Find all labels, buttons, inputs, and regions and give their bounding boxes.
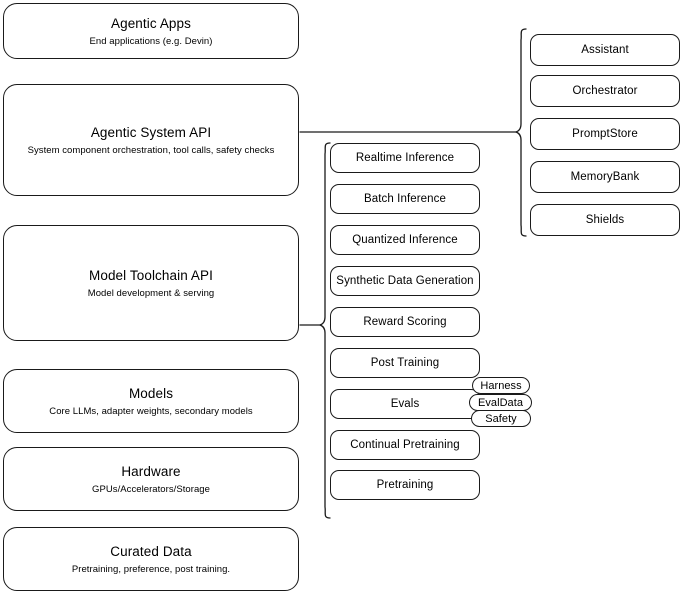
component-box-orchestrator[interactable]: Orchestrator (530, 75, 680, 107)
layer-subtitle: Model development & serving (87, 287, 215, 299)
layer-subtitle: Core LLMs, adapter weights, secondary mo… (49, 405, 253, 417)
layer-title: Model Toolchain API (89, 267, 213, 283)
layer-title: Models (128, 385, 174, 401)
layer-box-hardware[interactable]: Hardware GPUs/Accelerators/Storage (3, 447, 299, 511)
right-curly-brace (515, 28, 527, 237)
layer-subtitle: System component orchestration, tool cal… (27, 144, 275, 156)
layer-title: Hardware (121, 463, 181, 479)
capability-box-post-training[interactable]: Post Training (330, 348, 480, 378)
capability-box-pretraining[interactable]: Pretraining (330, 470, 480, 500)
layer-title: Curated Data (110, 543, 192, 559)
component-box-assistant[interactable]: Assistant (530, 34, 680, 66)
layer-box-models[interactable]: Models Core LLMs, adapter weights, secon… (3, 369, 299, 433)
eval-pill-evaldata[interactable]: EvalData (469, 394, 532, 411)
eval-pill-harness[interactable]: Harness (472, 377, 530, 394)
layer-title: Agentic System API (90, 124, 212, 140)
middle-curly-brace (319, 142, 331, 519)
capability-box-batch-inference[interactable]: Batch Inference (330, 184, 480, 214)
layer-box-model-toolchain-api[interactable]: Model Toolchain API Model development & … (3, 225, 299, 341)
capability-box-evals[interactable]: Evals (330, 389, 480, 419)
layer-subtitle: End applications (e.g. Devin) (89, 35, 213, 47)
capability-box-synthetic-data-generation[interactable]: Synthetic Data Generation (330, 266, 480, 296)
capability-box-continual-pretraining[interactable]: Continual Pretraining (330, 430, 480, 460)
layer-subtitle: Pretraining, preference, post training. (71, 563, 231, 575)
capability-box-realtime-inference[interactable]: Realtime Inference (330, 143, 480, 173)
component-box-promptstore[interactable]: PromptStore (530, 118, 680, 150)
capability-box-quantized-inference[interactable]: Quantized Inference (330, 225, 480, 255)
eval-pill-safety[interactable]: Safety (471, 410, 531, 427)
layer-box-agentic-system-api[interactable]: Agentic System API System component orch… (3, 84, 299, 196)
component-box-shields[interactable]: Shields (530, 204, 680, 236)
layer-box-curated-data[interactable]: Curated Data Pretraining, preference, po… (3, 527, 299, 591)
capability-box-reward-scoring[interactable]: Reward Scoring (330, 307, 480, 337)
component-box-memorybank[interactable]: MemoryBank (530, 161, 680, 193)
layer-subtitle: GPUs/Accelerators/Storage (92, 483, 210, 495)
layer-box-agentic-apps[interactable]: Agentic Apps End applications (e.g. Devi… (3, 3, 299, 59)
layer-title: Agentic Apps (110, 15, 191, 31)
